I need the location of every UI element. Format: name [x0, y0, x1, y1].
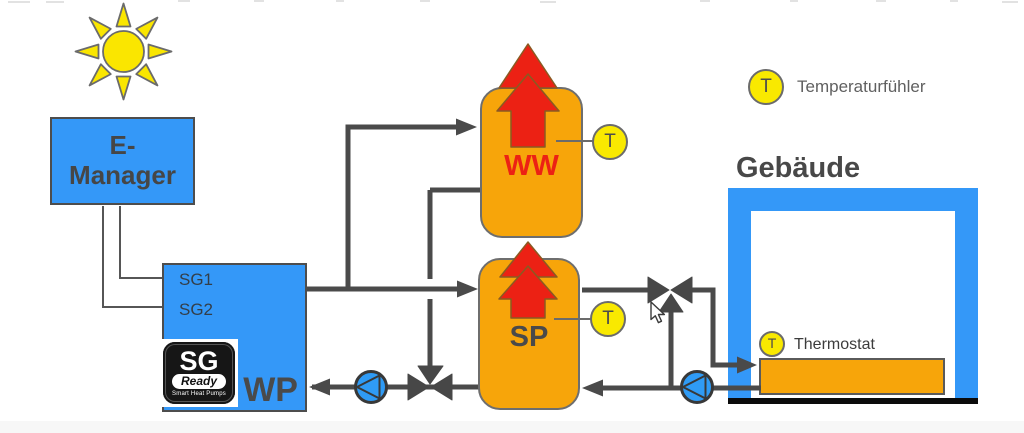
- heat-pump-box: SG1 SG2 WP SG Ready Smart Heat Pumps: [160, 263, 307, 412]
- sg1-port-label: SG1: [179, 270, 214, 289]
- building-outline: [728, 188, 978, 398]
- cropped-text-artifacts: [8, 0, 1018, 3]
- arrow-into-wp-icon: [309, 378, 330, 396]
- building-floor: [728, 398, 978, 404]
- legend-label: Temperaturfühler: [797, 77, 926, 96]
- pump-left-icon: [354, 370, 388, 404]
- arrow-into-sp-icon: [457, 280, 478, 298]
- sg-ready-logo-subtitle: Smart Heat Pumps: [172, 391, 226, 398]
- legend-temperature-sensor-icon: T: [748, 69, 784, 105]
- three-way-valve-right-icon: [647, 276, 693, 313]
- sun-icon: [74, 2, 173, 101]
- thermostat-label: Thermostat: [794, 336, 875, 353]
- sg-ready-logo: SG Ready Smart Heat Pumps: [160, 339, 238, 407]
- sg-ready-logo-sg: SG: [179, 345, 219, 376]
- e-manager-box: E- Manager: [50, 117, 195, 205]
- radiator: [759, 358, 945, 395]
- building-title: Gebäude: [736, 152, 861, 184]
- buffer-tank-label: SP: [509, 321, 549, 353]
- pipe-ww-return: [427, 187, 483, 367]
- ww-temperature-sensor-icon: T: [592, 124, 628, 160]
- thermostat-sensor-icon: T: [759, 331, 785, 357]
- pipe-arrowheads: [309, 118, 478, 396]
- arrow-into-radiator-icon: [737, 356, 757, 374]
- arrow-into-ww-icon: [456, 118, 477, 136]
- sensor-lines: [554, 140, 593, 320]
- bottom-strip: [0, 421, 1024, 433]
- hot-water-tank-label: WW: [504, 150, 559, 182]
- mouse-cursor-icon: [650, 301, 666, 324]
- heat-pump-label: WP: [243, 371, 298, 409]
- three-way-valve-left-icon: [407, 365, 453, 401]
- e-manager-label-line1: E-: [109, 130, 136, 161]
- pipe-valve-to-radiator: [691, 287, 739, 368]
- sg-ready-logo-ready: Ready: [172, 374, 226, 390]
- pipe-branch-to-ww: [345, 124, 458, 291]
- sp-temperature-sensor-icon: T: [590, 301, 626, 337]
- sg2-port-label: SG2: [179, 300, 214, 319]
- control-wires: [102, 206, 162, 308]
- pipe-arrowheads-right: [582, 356, 757, 397]
- heat-arrow-ww-icon: [496, 43, 560, 148]
- pump-right-icon: [680, 370, 714, 404]
- heating-pipes: [307, 124, 650, 390]
- arrow-into-sp-return-icon: [582, 379, 603, 397]
- heat-arrow-sp-icon: [498, 241, 558, 319]
- e-manager-label-line2: Manager: [69, 160, 176, 190]
